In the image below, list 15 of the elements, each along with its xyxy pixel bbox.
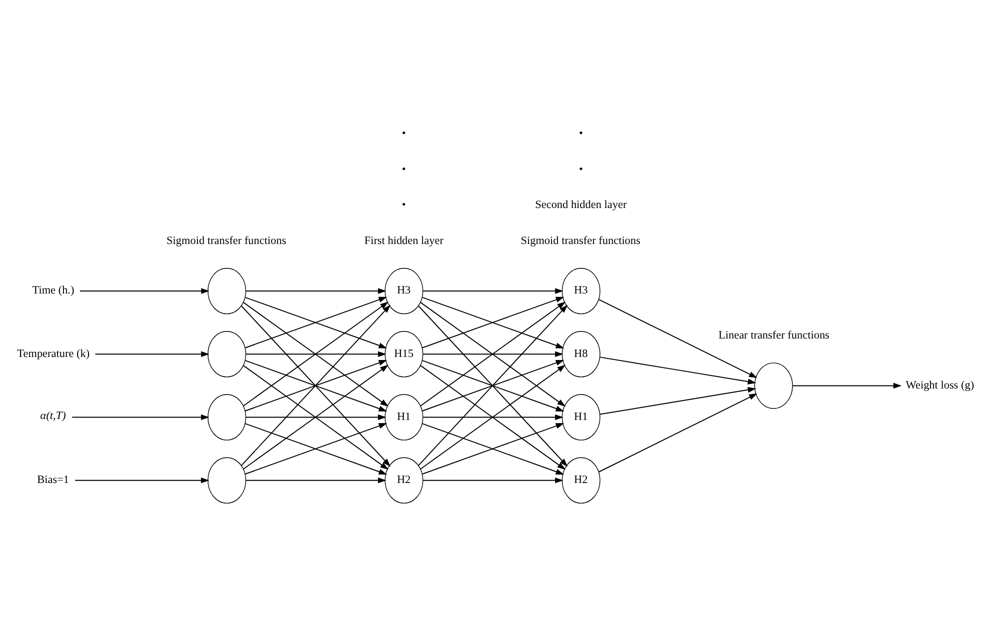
node-text: Temperature (k) [17, 348, 90, 360]
node-text: Time (h.) [32, 284, 74, 297]
label: Second hidden layer [535, 199, 627, 212]
label: • [402, 163, 406, 176]
label: • [578, 128, 583, 140]
node-text: Bias=1 [37, 474, 70, 486]
label: Sigmoid transfer functions [166, 234, 286, 247]
label: • [402, 199, 406, 212]
node-text: Weight loss (g) [906, 379, 974, 392]
node-text: α(t,T) [40, 410, 66, 422]
label: • [402, 128, 406, 140]
label: Linear transfer functions [718, 330, 830, 342]
label: Sigmoid transfer functions [520, 234, 640, 247]
label: First hidden layer [364, 234, 444, 247]
label: • [578, 163, 583, 176]
